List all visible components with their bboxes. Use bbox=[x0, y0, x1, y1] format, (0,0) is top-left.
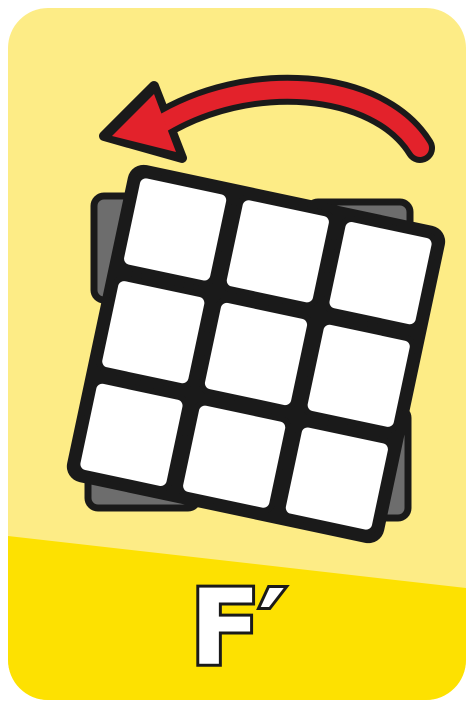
sticker-7 bbox=[76, 379, 187, 490]
sticker-9 bbox=[281, 423, 392, 534]
rubiks-cube-icon bbox=[64, 162, 448, 546]
sticker-6 bbox=[303, 320, 414, 431]
sticker-3 bbox=[325, 217, 436, 328]
sticker-4 bbox=[98, 276, 209, 387]
move-notation: F′ bbox=[8, 576, 466, 680]
sticker-1 bbox=[119, 174, 230, 285]
sticker-5 bbox=[200, 298, 311, 409]
sticker-2 bbox=[222, 196, 333, 307]
move-card: F′ bbox=[8, 8, 466, 700]
sticker-8 bbox=[178, 401, 289, 512]
